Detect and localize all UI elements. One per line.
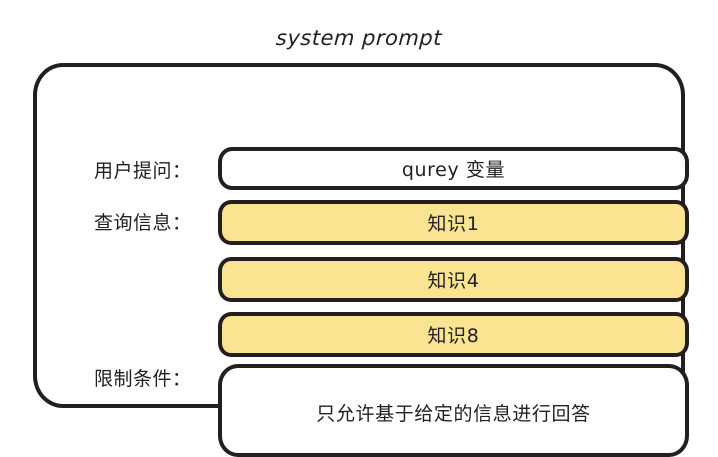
diagram-canvas: system prompt 用户提问： 查询信息： 限制条件： qurey 变量… — [33, 26, 689, 457]
label-constraint: 限制条件： — [94, 368, 192, 390]
field-knowledge-3[interactable]: 知识8 — [218, 312, 689, 357]
field-user-question[interactable]: qurey 变量 — [218, 147, 689, 190]
label-retrieved-info: 查询信息： — [94, 212, 192, 234]
page-title: system prompt — [275, 26, 443, 50]
system-prompt-container: 用户提问： 查询信息： 限制条件： qurey 变量 知识1 知识4 知识8 只… — [33, 63, 689, 457]
field-knowledge-2[interactable]: 知识4 — [218, 257, 689, 302]
label-user-question: 用户提问： — [94, 160, 192, 182]
field-knowledge-1[interactable]: 知识1 — [218, 200, 689, 245]
field-constraint[interactable]: 只允许基于给定的信息进行回答 — [218, 364, 689, 457]
